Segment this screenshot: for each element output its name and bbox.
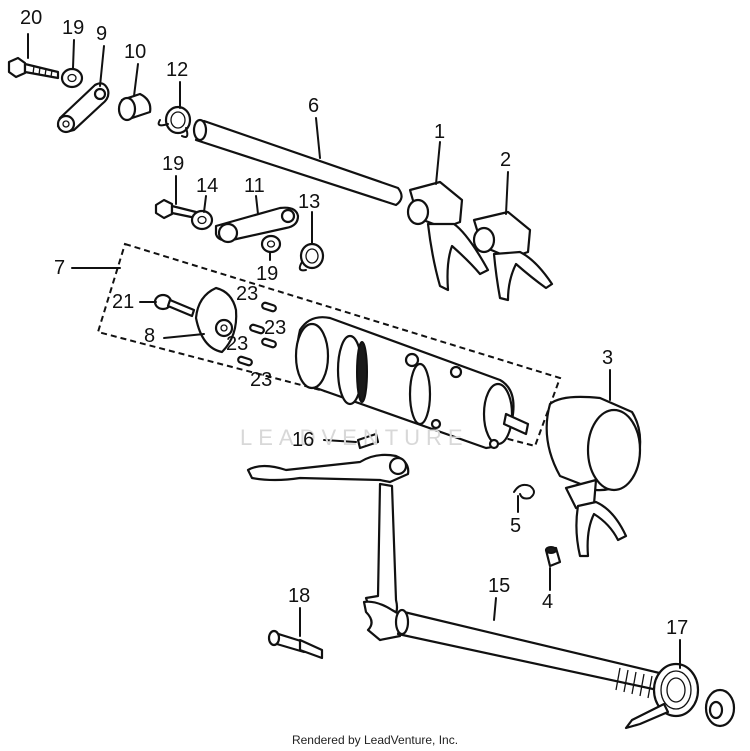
callout-23-a: 23 [236, 283, 259, 305]
part-12-spring [157, 105, 192, 138]
callout-10: 10 [124, 41, 147, 63]
callout-21: 20 [20, 7, 43, 29]
callout-23-d: 23 [250, 369, 273, 391]
callout-2: 2 [500, 149, 512, 171]
callout-11: 11 [244, 175, 265, 197]
part-16-pin [356, 432, 380, 450]
part-15-gearshift-spindle [246, 453, 680, 699]
callout-16: 16 [292, 429, 315, 451]
part-2-shift-fork [472, 210, 554, 302]
part-1-shift-fork [406, 180, 490, 292]
callout-14: 14 [196, 175, 219, 197]
part-shift-drum [294, 316, 530, 450]
callout-7: 7 [54, 257, 66, 279]
callout-22: 21 [112, 291, 135, 313]
part-4-guide-pin [544, 546, 562, 568]
callout-3: 3 [602, 347, 614, 369]
callout-9: 9 [96, 23, 108, 45]
footer-credit: Rendered by LeadVenture, Inc. [291, 733, 459, 747]
part-6-shift-fork-shaft [192, 118, 403, 207]
part-3-shift-fork [545, 395, 642, 558]
callout-20: 19 [162, 153, 185, 175]
part-7-drum-assembly-outline [96, 242, 562, 448]
callout-13: 13 [298, 191, 321, 213]
part-10-roller [117, 92, 152, 122]
part-14-washer [190, 209, 214, 231]
callout-23-c: 23 [226, 333, 249, 355]
part-23-pins [237, 301, 277, 367]
part-collar [704, 688, 736, 728]
part-17-return-spring [624, 662, 700, 730]
callout-6: 6 [308, 95, 320, 117]
callout-8: 8 [144, 325, 156, 347]
callout-15: 15 [488, 575, 511, 597]
callout-4: 4 [542, 591, 554, 613]
part-19-washer [260, 234, 282, 254]
part-11-stopper-arm [214, 206, 300, 244]
callout-17: 17 [666, 617, 689, 639]
part-8-cam-plate [194, 286, 238, 354]
callout-19-middle: 19 [256, 263, 279, 285]
part-22-screw [153, 293, 196, 318]
part-13-spring [298, 242, 325, 272]
callout-12: 12 [166, 59, 189, 81]
callout-5: 5 [510, 515, 522, 537]
part-21-bolt [7, 56, 60, 80]
part-5-clip [513, 483, 535, 500]
part-18-bolt [267, 629, 324, 660]
watermark-text: LEADVENTURE [240, 425, 469, 450]
callout-1: 1 [434, 121, 446, 143]
callout-18: 18 [288, 585, 311, 607]
part-19-washer [60, 67, 84, 89]
leader-lines [27, 33, 681, 669]
callout-23-b: 23 [264, 317, 287, 339]
part-9-stopper-arm [56, 82, 110, 134]
callout-19: 19 [62, 17, 85, 39]
